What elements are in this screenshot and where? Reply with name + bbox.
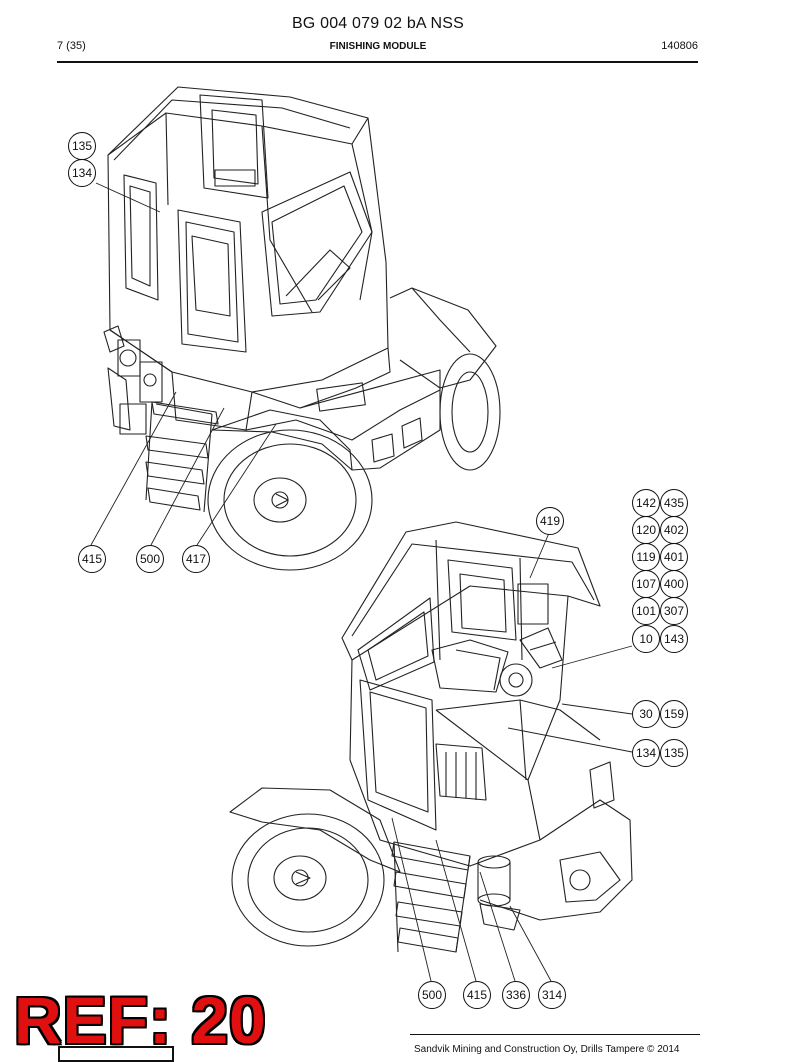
callout-159: 159: [660, 700, 688, 728]
header-rule: [57, 61, 698, 63]
upper-cabin-view: [103, 86, 501, 571]
document-number: BG 004 079 02 bA NSS: [291, 15, 465, 32]
callout-402: 402: [660, 516, 688, 544]
callout-119: 119: [632, 543, 660, 571]
callout-107: 107: [632, 570, 660, 598]
footer-rule: [410, 1034, 700, 1035]
company-logo: [58, 1046, 174, 1062]
leader-lines: [90, 182, 633, 982]
footer-copyright: Sandvik Mining and Construction Oy, Dril…: [414, 1044, 680, 1055]
callout-307: 307: [660, 597, 688, 625]
section-title: FINISHING MODULE: [329, 41, 427, 52]
lower-cabin-view: [229, 521, 633, 953]
callout-415-top: 415: [78, 545, 106, 573]
callout-120: 120: [632, 516, 660, 544]
callout-419: 419: [536, 507, 564, 535]
reference-stamp: REF: 20: [14, 983, 267, 1057]
callout-101: 101: [632, 597, 660, 625]
callout-415-bottom: 415: [463, 981, 491, 1009]
callout-500-bottom: 500: [418, 981, 446, 1009]
callout-134-bottom: 134: [632, 739, 660, 767]
callout-10: 10: [632, 625, 660, 653]
callout-417: 417: [182, 545, 210, 573]
callout-500-top: 500: [136, 545, 164, 573]
callout-142: 142: [632, 489, 660, 517]
callout-314: 314: [538, 981, 566, 1009]
callout-30: 30: [632, 700, 660, 728]
callout-435: 435: [660, 489, 688, 517]
callout-135-top: 135: [68, 132, 96, 160]
page-indicator: 7 (35): [57, 40, 86, 52]
callout-400: 400: [660, 570, 688, 598]
callout-135-bottom: 135: [660, 739, 688, 767]
callout-401: 401: [660, 543, 688, 571]
date-code: 140806: [661, 40, 698, 52]
callout-336: 336: [502, 981, 530, 1009]
callout-134-top: 134: [68, 159, 96, 187]
callout-143: 143: [660, 625, 688, 653]
